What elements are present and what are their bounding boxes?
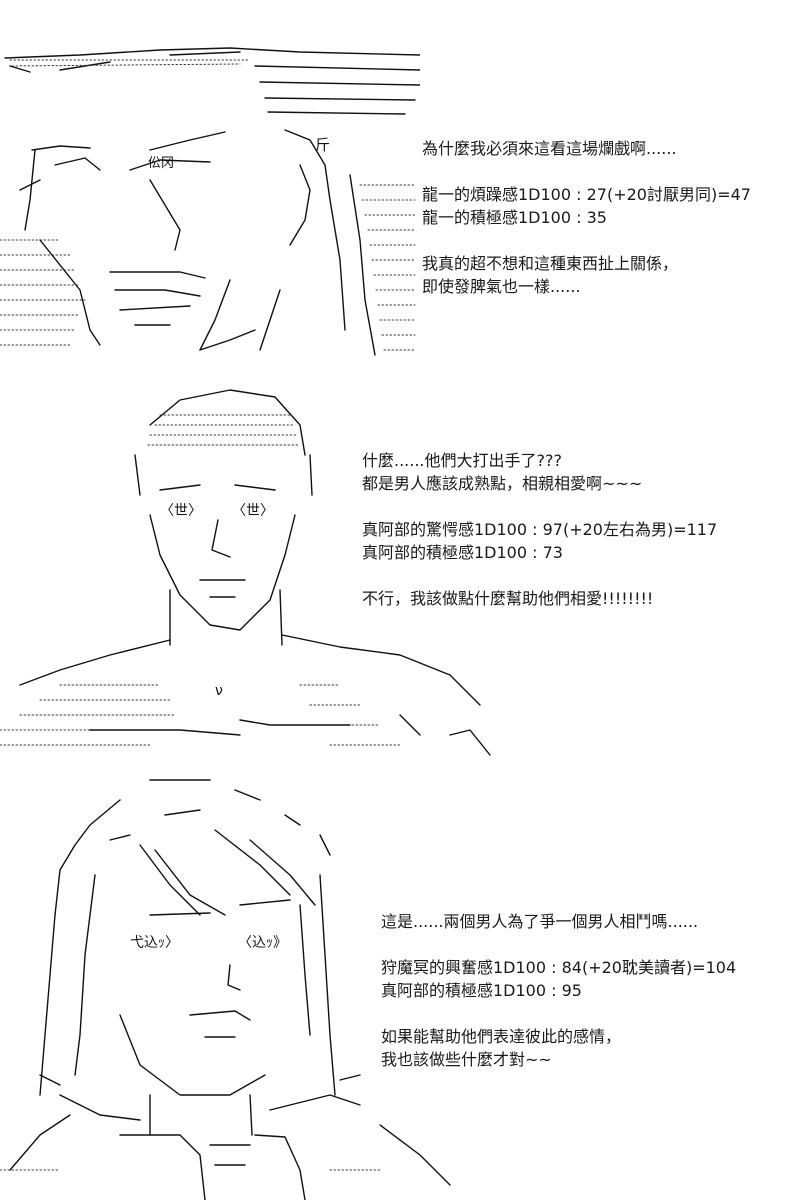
dialog-line: 不行，我該做點什麼幫助他們相愛!!!!!!!!: [362, 589, 654, 608]
panel-2: 〈世〉 〈世〉 ν 什麼......他們大打出手了??? 都是男人應該成熟點，相…: [0, 385, 800, 770]
dialog-line: 這是......兩個男人為了爭一個男人相鬥嗎......: [381, 912, 699, 931]
aa-glyph: 〈込ｯ》: [238, 935, 287, 951]
dialog-line: 龍一的煩躁感1D100 : 27(+20討厭男同)=47: [422, 185, 751, 204]
dialog-line: 真阿部的驚愕感1D100 : 97(+20左右為男)=117: [362, 520, 718, 539]
aa-glyph: 弋込ｯ〉: [130, 935, 179, 951]
dialog-text: 什麼......他們大打出手了??? 都是男人應該成熟點，相親相愛啊~~~ 真阿…: [362, 449, 717, 610]
aa-glyph: 伀冈: [148, 156, 174, 171]
dialog-text: 為什麼我必須來這看這場爛戲啊...... 龍一的煩躁感1D100 : 27(+2…: [422, 137, 751, 298]
aa-glyph: 斤: [315, 136, 330, 154]
dialog-line: 都是男人應該成熟點，相親相愛啊~~~: [362, 474, 643, 493]
aa-glyph: ν: [215, 683, 223, 699]
dialog-line: 真阿部的積極感1D100 : 73: [362, 543, 563, 562]
dialog-line: 龍一的積極感1D100 : 35: [422, 208, 607, 227]
dialog-line: 真阿部的積極感1D100 : 95: [381, 981, 582, 1000]
aa-glyph: 〈世〉: [232, 503, 274, 519]
dialog-line: 我也該做些什麼才對~~: [381, 1050, 552, 1069]
dialog-line: 即使發脾氣也一樣......: [422, 277, 581, 296]
dialog-line: 我真的超不想和這種東西扯上關係，: [422, 254, 679, 273]
panel-1: 斤 伀冈 為什麼我必須來這看這場爛戲啊...... 龍一的煩躁感1D100 : …: [0, 0, 800, 370]
panel-3: 弋込ｯ〉 〈込ｯ》 這是......兩個男人為了爭一個男人相鬥嗎...... 狩…: [0, 775, 800, 1200]
dialog-line: 什麼......他們大打出手了???: [362, 451, 562, 470]
ascii-art-man-shirtless: 〈世〉 〈世〉 ν: [0, 385, 520, 770]
dialog-line: 為什麼我必須來這看這場爛戲啊......: [422, 139, 677, 158]
ascii-art-woman-long-hair: 弋込ｯ〉 〈込ｯ》: [0, 775, 460, 1200]
ascii-art-man-headband: 斤 伀冈: [0, 0, 420, 365]
aa-glyph: 〈世〉: [160, 503, 202, 519]
dialog-line: 如果能幫助他們表達彼此的感情，: [381, 1027, 622, 1046]
dialog-line: 狩魔冥的興奮感1D100 : 84(+20耽美讀者)=104: [381, 958, 737, 977]
dialog-text: 這是......兩個男人為了爭一個男人相鬥嗎...... 狩魔冥的興奮感1D10…: [381, 910, 736, 1071]
